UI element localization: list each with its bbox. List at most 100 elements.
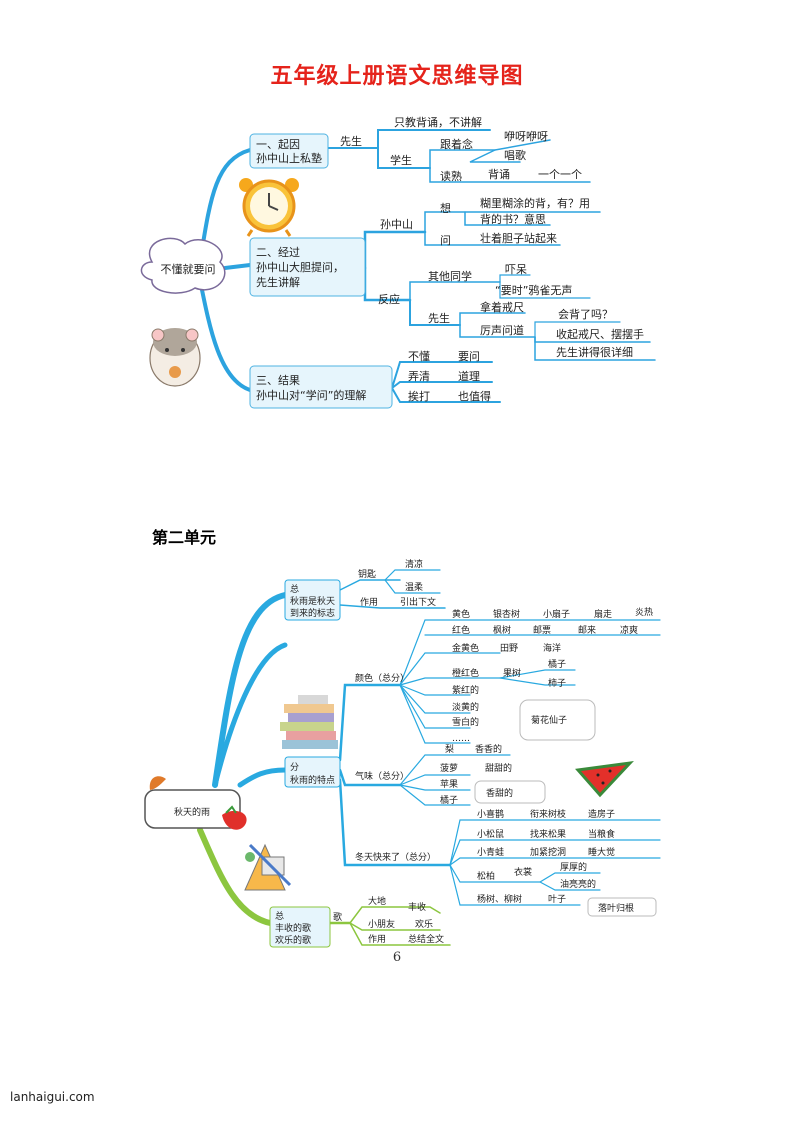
map1-node: 不懂: [408, 350, 430, 363]
map2-node: 总结全文: [408, 933, 444, 945]
map1-node: 壮着胆子站起来: [480, 231, 557, 245]
map1-node: 要问: [458, 350, 480, 363]
map2-node: 作用: [360, 596, 378, 608]
map1-b3-line1: 三、结果: [256, 374, 300, 387]
map2-node: 衔来树枝: [530, 808, 566, 820]
leaf-icon: [149, 776, 166, 790]
map1-node: 读熟: [440, 169, 462, 183]
map2-node: 衣裳: [514, 866, 532, 878]
map2-b2-line2: 秋雨的特点: [290, 774, 335, 786]
map2-node: 金黄色: [452, 642, 479, 654]
map2-node: 炎热: [635, 606, 653, 618]
map1-node: 先生讲得很详细: [556, 345, 633, 359]
map2-node: 造房子: [588, 808, 615, 820]
strawberry-icon: [222, 805, 247, 830]
page-title: 五年级上册语文思维导图: [270, 64, 524, 89]
map2-node: 钥匙: [358, 568, 376, 580]
map2-node: 叶子: [548, 894, 566, 905]
alarm-clock-icon: [239, 178, 299, 237]
map2-branch-1: 总 秋雨是秋天 到来的标志: [284, 579, 341, 621]
map1-node: 先生: [428, 311, 450, 325]
map1-branch-2: 二、经过 孙中山大胆提问， 先生讲解: [249, 237, 366, 297]
map2-node: 杨树、柳树: [477, 893, 522, 905]
map1-node: 也值得: [458, 390, 491, 403]
map1-center-cloud: 不懂就要问: [140, 237, 226, 294]
hamster-icon: [149, 328, 201, 387]
map1-node: 先生: [340, 134, 362, 148]
map1-b2-line3: 先生讲解: [256, 275, 300, 289]
map2-node: 橘子: [440, 795, 458, 806]
map2-node: 清凉: [405, 558, 423, 570]
map2-node: ……: [452, 734, 470, 744]
map1-node: 背的书？意思: [480, 212, 546, 226]
map1-node: 会背了吗？: [558, 307, 613, 321]
map2-node: 引出下文: [400, 596, 436, 608]
section-heading: 第二单元: [152, 528, 217, 547]
map2-node: 黄色: [452, 608, 470, 620]
map2-node: 淡黄的: [452, 701, 479, 713]
map2-node: 红色: [452, 624, 470, 636]
map2-node: 紫红的: [452, 684, 479, 696]
map1-node: 其他同学: [428, 269, 472, 283]
map2-node: 睡大觉: [588, 846, 615, 858]
map2-node: 凉爽: [620, 624, 638, 636]
map1-node: 咿呀咿呀: [504, 130, 548, 143]
map2-node: 苹果: [440, 778, 458, 790]
map1-b2-line2: 孙中山大胆提问，: [256, 260, 344, 274]
map2-node: 歌: [333, 911, 342, 923]
stationery-icon: [244, 843, 292, 891]
books-icon: [280, 695, 338, 749]
map1-node: 反应: [378, 292, 400, 306]
map1-node: 厉声问道: [480, 323, 524, 337]
map1-b1-line2: 孙中山上私塾: [256, 151, 322, 165]
map2-node: 小喜鹊: [477, 808, 504, 820]
map1-node: 道理: [458, 369, 480, 383]
map2-node: 小松鼠: [477, 828, 504, 840]
map2-branch-3: 总 丰收的歌 欢乐的歌: [269, 906, 331, 948]
map2-node: 找来松果: [530, 828, 566, 840]
juhua-bracket: [519, 699, 596, 741]
map1-node: 跟着念: [440, 137, 473, 151]
watermelon-icon: [575, 760, 634, 798]
map2-node: 香甜的: [486, 787, 513, 799]
map2-node: 甜甜的: [485, 762, 512, 774]
map2-node: 邮票: [533, 624, 551, 636]
map2-node: 银杏树: [493, 608, 520, 620]
map2-center-label: 秋天的雨: [174, 806, 210, 818]
map1-branch-1: 一、起因 孙中山上私塾: [249, 133, 329, 169]
map2-node: 冬天快来了（总分）: [355, 851, 436, 863]
map2-node: 扇走: [594, 608, 612, 620]
map2-node: 大地: [368, 895, 386, 907]
map1-node: 收起戒尺、摆摆手: [556, 327, 644, 341]
map2-b1-line2: 秋雨是秋天: [290, 595, 335, 607]
map1-node: 背诵: [488, 167, 510, 181]
mindmap-2: 秋天的雨 总 秋雨是秋天 到来的标志 分 秋雨的特点: [144, 558, 661, 948]
map1-node: 糊里糊涂的背，有？用: [480, 196, 590, 210]
map2-node: 邮来: [578, 624, 596, 636]
map2-node: 油亮亮的: [560, 878, 596, 890]
map2-b1-line3: 到来的标志: [290, 607, 335, 619]
mindmap-1: 不懂就要问 一、起因 孙中山上私塾 二、经过 孙中山大胆提问， 先生讲解 三、结…: [140, 115, 656, 409]
map1-node: 吓呆: [505, 263, 527, 276]
map2-node: 松柏: [477, 870, 495, 882]
map1-leaves: 先生 只教背诵，不讲解 学生 跟着念 咿呀咿呀 唱歌 读熟 背诵 一个一个 孙中…: [340, 115, 644, 403]
map1-center-label: 不懂就要问: [161, 262, 216, 276]
map1-b2-line1: 二、经过: [256, 246, 300, 259]
luoye-bracket: [587, 897, 657, 917]
map2-node: 落叶归根: [598, 902, 634, 914]
map2-node: 厚厚的: [560, 861, 587, 873]
map1-node: “要时”鸦雀无声: [495, 283, 572, 297]
map2-node: 田野: [500, 643, 518, 654]
map2-node: 果树: [503, 667, 521, 679]
page-number: 6: [392, 950, 402, 965]
map1-node: 拿着戒尺: [480, 300, 524, 314]
map2-b3-line1: 总: [275, 910, 284, 922]
map2-node: 加紧挖洞: [530, 846, 566, 858]
map1-node: 孙中山: [380, 218, 413, 231]
map2-branches: [197, 569, 661, 946]
map2-b1-line1: 总: [290, 583, 299, 595]
map2-node: 橘子: [548, 659, 566, 670]
map2-b3-line3: 欢乐的歌: [275, 934, 311, 946]
map2-node: 当粮食: [588, 828, 615, 840]
map2-b2-line1: 分: [290, 762, 299, 773]
